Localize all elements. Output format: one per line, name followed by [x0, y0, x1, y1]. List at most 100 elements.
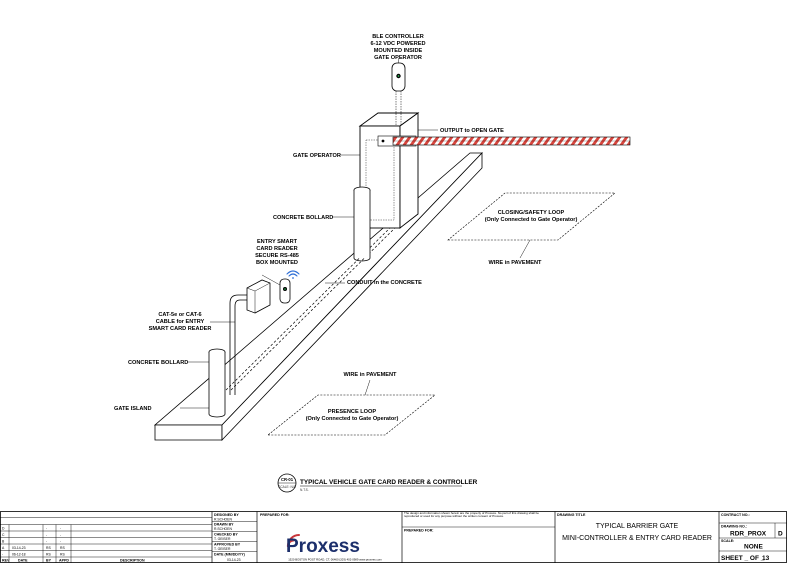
- drawing-no-label: DRAWING NO.:: [721, 525, 747, 529]
- ble-controller-line3: MOUNTED INSIDE: [374, 48, 423, 54]
- drawing-title-line2: MINI-CONTROLLER & ENTRY CARD READER: [562, 535, 712, 542]
- label-gate-island: GATE ISLAND: [114, 406, 152, 412]
- drawn-by-label: DRAWN BY: [214, 523, 234, 527]
- rev-cell-appd: -: [60, 533, 61, 537]
- date-value: 03-14-23: [227, 558, 241, 562]
- label-wire-in-pavement-bottom: WIRE in PAVEMENT: [344, 372, 398, 378]
- label-presence-loop: PRESENCE LOOP (Only Connected to Gate Op…: [306, 409, 399, 422]
- reader-line1: ENTRY SMART: [257, 239, 298, 245]
- wifi-icon: [286, 270, 300, 279]
- cat-cable-line1: CAT-5e or CAT-6: [158, 312, 201, 318]
- gate-arm: [392, 136, 631, 146]
- rev-cell-by: RS: [46, 553, 51, 557]
- leader-lines: [180, 129, 531, 409]
- rev-cell-appd: RS: [60, 553, 65, 557]
- rev-cell-by: -: [46, 540, 47, 544]
- rev-header-description: DESCRIPTION: [120, 559, 145, 563]
- reader-line3: SECURE RS-485: [255, 253, 299, 259]
- rev-cell-rev: B: [2, 540, 5, 544]
- brand-wordmark: Proxess: [286, 536, 360, 557]
- closing-loop-line1: CLOSING/SAFETY LOOP: [498, 210, 565, 216]
- rev-cell-date: 06-12-18: [12, 553, 26, 557]
- brand-address: 1520 BOSTON POST ROAD, CT, 06460 (203) 4…: [288, 558, 382, 562]
- presence-loop-line1: PRESENCE LOOP: [328, 409, 376, 415]
- drawing-title-line1: TYPICAL BARRIER GATE: [596, 523, 679, 530]
- ble-controller-device: [391, 58, 406, 126]
- ble-controller-line4: GATE OPERATOR: [374, 55, 422, 61]
- drawing-rev-value: D: [778, 531, 783, 538]
- sheet-text: SHEET _ OF _: [721, 555, 765, 562]
- detail-title: TYPICAL VEHICLE GATE CARD READER & CONTR…: [300, 479, 478, 486]
- disclaimer-block: The design and information shown herein …: [402, 511, 556, 563]
- rev-cell-by: -: [46, 527, 47, 531]
- rev-cell-rev: D: [2, 527, 5, 531]
- concrete-bollard-bottom: [208, 348, 226, 418]
- detail-callout: CR-01 SCALE: N/A TYPICAL VEHICLE GATE CA…: [277, 473, 478, 493]
- conduit-line: [225, 217, 401, 391]
- drawing-title-block: DRAWING TITLE TYPICAL BARRIER GATE MINI-…: [557, 511, 720, 563]
- label-concrete-bollard-bottom: CONCRETE BOLLARD: [128, 360, 188, 366]
- label-entry-smart-card-reader: ENTRY SMART CARD READER SECURE RS-485 BO…: [255, 239, 299, 266]
- label-output-open-gate: OUTPUT to OPEN GATE: [440, 128, 504, 134]
- rev-header-by: BY: [46, 559, 52, 563]
- label-closing-safety-loop: CLOSING/SAFETY LOOP (Only Connected to G…: [485, 210, 578, 223]
- entry-card-reader: [279, 278, 291, 304]
- drawn-by-value: R.SCHOEN: [214, 527, 232, 531]
- drawing-title-label: DRAWING TITLE: [557, 513, 586, 517]
- rev-cell-rev: C: [2, 533, 5, 537]
- designed-by-value: R.SCHOEN: [214, 518, 232, 522]
- label-cat-cable: CAT-5e or CAT-6 CABLE for ENTRY SMART CA…: [149, 312, 212, 332]
- sheet-total: 13: [762, 555, 770, 562]
- scale-value: NONE: [744, 544, 763, 551]
- brand-block: PREPARED FOR: Proxess 1520 BOSTON POST R…: [260, 511, 403, 563]
- cat-cable-line3: SMART CARD READER: [149, 326, 212, 332]
- rev-header-appd: APPD: [59, 559, 69, 563]
- drawing-number-block: CONTRACT NO.: DRAWING NO.: RDR_PROX D SC…: [719, 513, 787, 562]
- rev-cell-rev: A: [2, 546, 5, 550]
- drawing-no-value: RDR_PROX: [730, 531, 767, 538]
- cat-cable-line2: CABLE for ENTRY: [156, 319, 205, 325]
- closing-safety-loop: [447, 192, 616, 241]
- card-reader-mount: [229, 279, 271, 395]
- label-gate-operator: GATE OPERATOR: [293, 153, 341, 159]
- rev-cell-by: -: [46, 533, 47, 537]
- label-concrete-bollard-top: CONCRETE BOLLARD: [273, 215, 333, 221]
- presence-loop: [267, 394, 436, 436]
- rev-header-date: DATE: [18, 559, 28, 563]
- ble-controller-line2: 6-12 VDC POWERED: [370, 41, 425, 47]
- scale-label: SCALE:: [721, 539, 734, 543]
- designed-by-label: DESIGNED BY: [214, 513, 239, 517]
- presence-loop-line2: (Only Connected to Gate Operator): [306, 416, 399, 422]
- rev-cell-rev: -: [2, 553, 3, 557]
- proxess-logo-icon: [286, 534, 300, 548]
- disclaimer-text: The design and information shown herein …: [404, 512, 539, 519]
- rev-cell-by: RS: [46, 546, 51, 550]
- contract-no-label: CONTRACT NO.:: [721, 513, 750, 517]
- ble-controller-line1: BLE CONTROLLER: [372, 34, 424, 40]
- detail-scale: N.T.S.: [300, 488, 309, 492]
- rev-cell-appd: RS: [60, 546, 65, 550]
- checked-by-label: CHECKED BY: [214, 533, 238, 537]
- prepared-for-label: PREPARED FOR:: [404, 529, 433, 533]
- concrete-bollard-top: [353, 186, 371, 262]
- approved-by-label: APPROVED BY: [214, 543, 241, 547]
- rev-cell-appd: -: [60, 540, 61, 544]
- rev-header-rev: REV: [2, 559, 10, 563]
- checked-by-value: T. GEISER: [214, 537, 231, 541]
- detail-sub: SCALE: N/A: [278, 485, 296, 489]
- reader-line4: BOX MOUNTED: [256, 260, 298, 266]
- rev-cell-appd: -: [60, 527, 61, 531]
- label-conduit: CONDUIT in the CONCRETE: [347, 280, 422, 286]
- signoff-column: DESIGNED BY R.SCHOEN DRAWN BY R.SCHOEN C…: [212, 511, 258, 563]
- reader-line2: CARD READER: [256, 246, 297, 252]
- label-wire-in-pavement-top: WIRE in PAVEMENT: [489, 260, 543, 266]
- prepared-for-label-left: PREPARED FOR:: [260, 513, 289, 517]
- rev-cell-date: 03-14-23: [12, 546, 26, 550]
- detail-id: CR-01: [281, 477, 294, 482]
- label-ble-controller: BLE CONTROLLER 6-12 VDC POWERED MOUNTED …: [370, 34, 425, 61]
- date-label: DATE (MM/DD/YY): [214, 553, 246, 557]
- approved-by-value: T. GEISER: [214, 547, 231, 551]
